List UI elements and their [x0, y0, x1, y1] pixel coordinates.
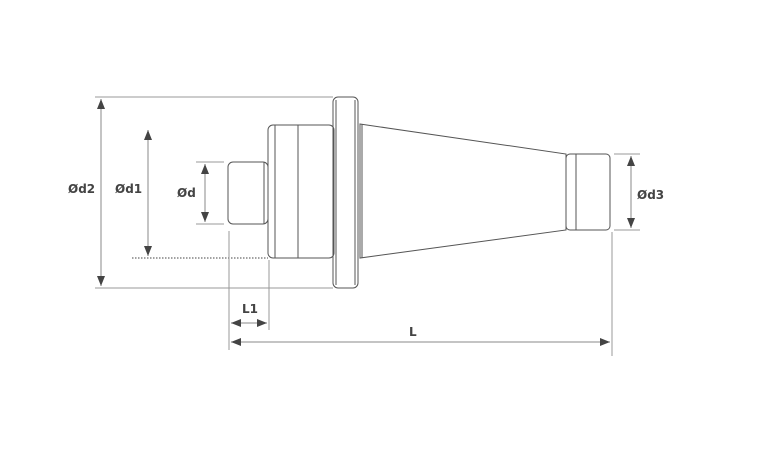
label-d3: Ød3 [637, 188, 664, 202]
label-d2: Ød2 [68, 182, 95, 196]
dimension-arrows [97, 99, 635, 346]
extension-lines [95, 96, 640, 356]
tool-holder-part [227, 96, 611, 289]
label-d: Ød [177, 186, 196, 200]
label-L: L [409, 325, 417, 339]
label-d1: Ød1 [115, 182, 142, 196]
label-L1: L1 [242, 302, 258, 316]
